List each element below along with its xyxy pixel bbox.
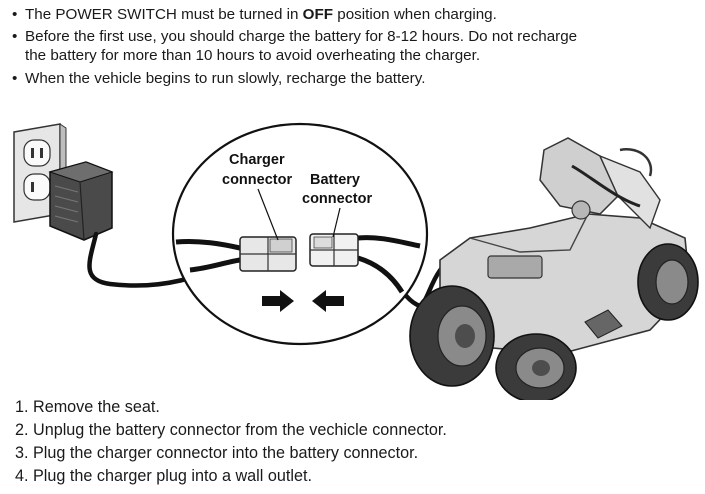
note-emphasis: OFF (302, 6, 334, 23)
arrow-left-icon (312, 290, 344, 312)
note-first-use: • Before the first use, you should charge… (11, 27, 701, 65)
bullet-dot: • (12, 70, 18, 87)
battery-connector-label-line2: connector (302, 191, 372, 207)
charging-illustration: Charger connector Battery connector (13, 122, 699, 400)
front-left-wheel-icon (409, 285, 495, 387)
charging-steps: 1. Remove the seat. 2. Unplug the batter… (15, 396, 695, 488)
charger-connector-label-line2: connector (222, 172, 292, 188)
note-text: The POWER SWITCH must be turned in (25, 6, 303, 23)
charger-connector-label-line1: Charger (229, 152, 285, 168)
note-text-line2: the battery for more than 10 hours to av… (25, 47, 481, 64)
charger-leader-line (257, 188, 279, 241)
ride-on-vehicle-icon (409, 137, 699, 400)
note-text: position when charging. (333, 6, 497, 23)
step-item: 2. Unplug the battery connector from the… (15, 421, 447, 439)
connector-detail-circle: Charger connector Battery connector (171, 122, 429, 346)
note-text: When the vehicle begins to run slowly, r… (25, 70, 426, 87)
step-item: 1. Remove the seat. (15, 398, 160, 416)
rear-right-wheel-icon (637, 243, 699, 321)
note-text-line1: Before the first use, you should charge … (25, 28, 578, 45)
charger-connector (239, 236, 297, 272)
step-item: 4. Plug the charger plug into a wall out… (15, 467, 312, 485)
bullet-dot: • (12, 6, 18, 23)
battery-connector (309, 233, 359, 267)
rear-left-wheel-icon (495, 333, 577, 400)
battery-connector-label-line1: Battery (310, 172, 360, 188)
charger-adapter-icon (48, 161, 114, 241)
note-run-slowly: • When the vehicle begins to run slowly, … (11, 68, 701, 89)
battery-leader-line (332, 207, 341, 238)
bullet-dot: • (12, 28, 18, 45)
charging-notes: •The POWER SWITCH must be turned in OFF … (11, 4, 701, 89)
step-item: 3. Plug the charger connector into the b… (15, 444, 419, 462)
arrow-right-icon (262, 290, 294, 312)
note-power-switch: •The POWER SWITCH must be turned in OFF … (11, 4, 701, 25)
